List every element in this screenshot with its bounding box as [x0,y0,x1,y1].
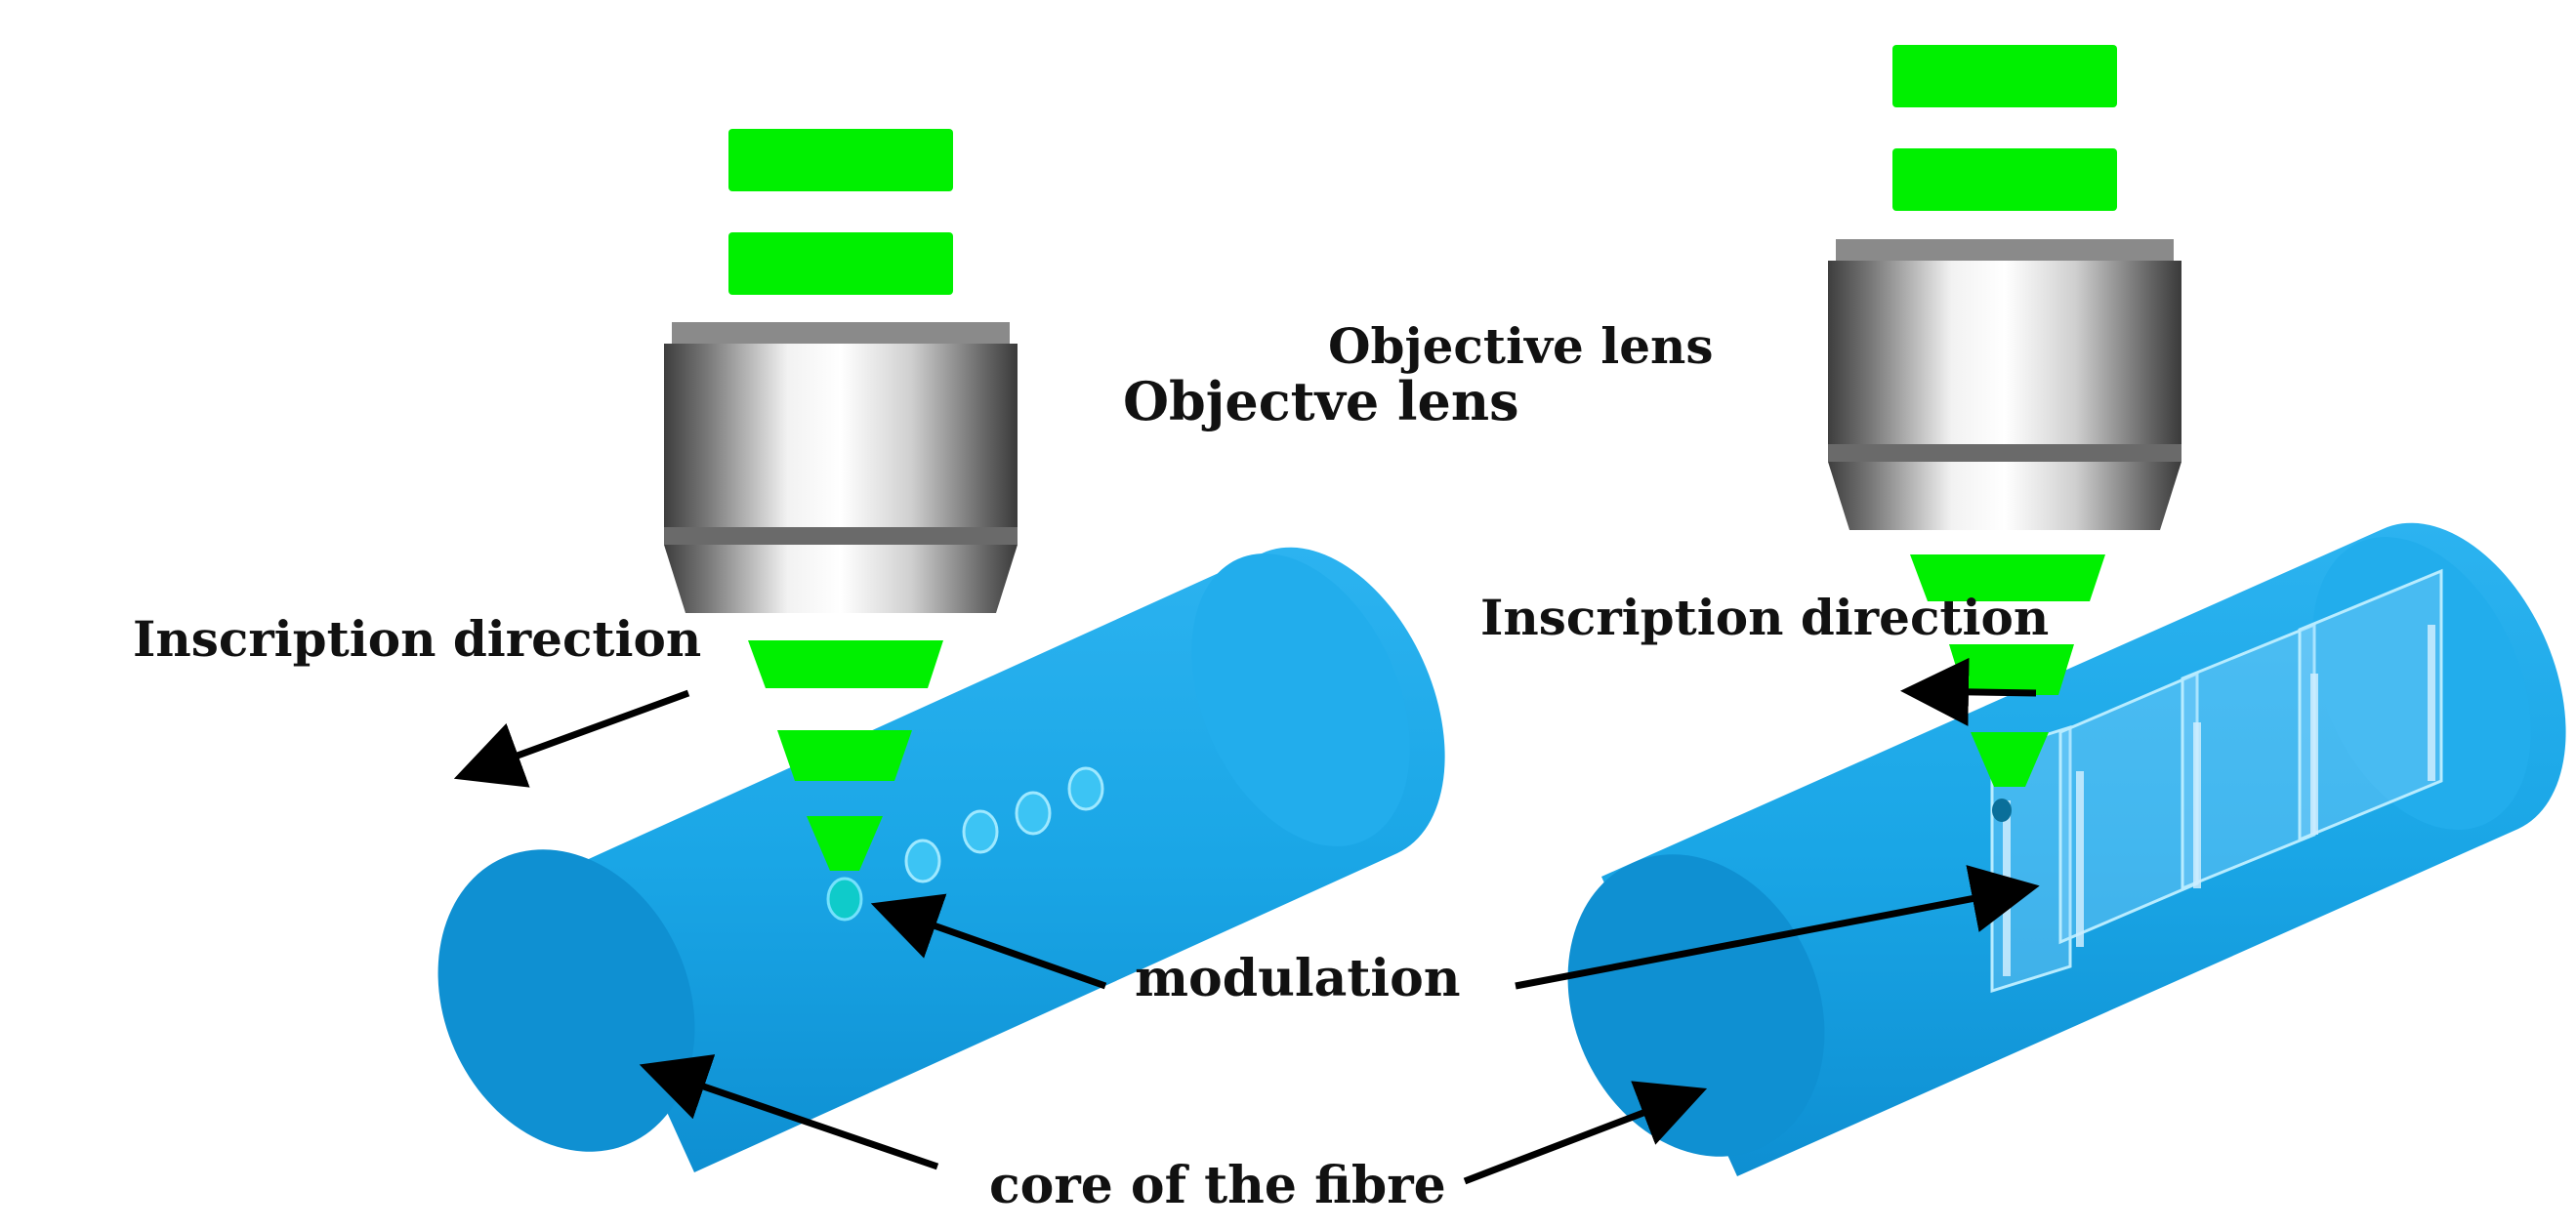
inscription-direction-label-right: Inscription direction [1480,589,2049,646]
core-of-fibre-label: core of the fibre [989,1156,1446,1215]
left-core-arrow [639,1054,939,1170]
left-modulation-arrow [870,893,1107,990]
right-modulation-arrow [1515,865,2040,990]
left-fibre [437,547,1445,1172]
objective-lens-label-right: Objective lens [1328,317,1714,375]
right-objective-lens-icon [1828,239,2181,530]
left-objective-lens-icon [664,322,1018,613]
right-inscription-arrow [1900,657,2037,726]
objective-lens-label-left: Objectve lens [1123,370,1519,432]
right-laser-beam [1892,45,2117,787]
right-fibre-far-end [2312,537,2531,830]
arrows [453,657,2040,1185]
inscription-direction-label-left: Inscription direction [133,610,701,668]
left-fibre-far-end [1191,554,1410,846]
left-laser-beam [728,129,953,871]
left-modulation-points [826,766,1104,922]
right-grating-lines [2003,625,2435,976]
modulation-label: modulation [1135,949,1461,1008]
right-core-arrow [1463,1081,1708,1185]
right-focal-spot [1992,799,2012,822]
left-setup [437,129,1445,1172]
left-inscription-arrow [453,689,690,788]
left-fibre-end [437,849,695,1152]
